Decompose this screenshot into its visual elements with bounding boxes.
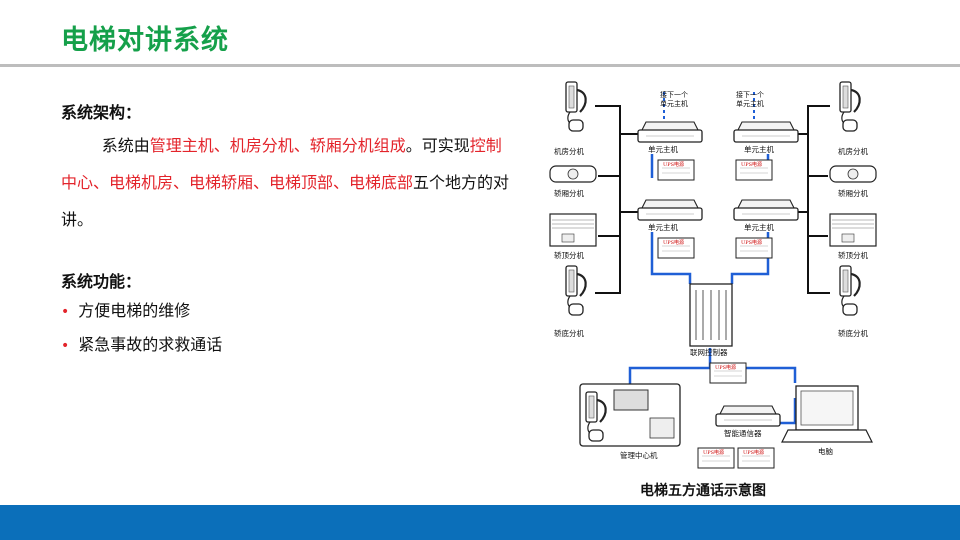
machine-room-phone-icon [838,80,861,133]
car-bottom-phone-icon [564,264,587,317]
unit-host-icon [733,121,799,143]
next-unit-label: 接下一个 [660,90,688,99]
ups-label: UPS电源 [703,449,724,456]
management-center-label: 管理中心机 [620,450,658,460]
unit-host-label: 单元主机 [744,222,774,232]
functions-list: • 方便电梯的维修 • 紧急事故的求救通话 [61,298,222,366]
unit-host-icon [637,121,703,143]
ups-label: UPS电源 [743,449,764,456]
network-controller-label: 联网控制器 [690,347,728,357]
bullet-icon: • [61,304,70,320]
diagram-caption: 电梯五方通话示意图 [640,483,766,499]
car-intercom-icon [829,165,877,183]
machine-room-label: 机房分机 [838,146,868,156]
bullet-icon: • [61,338,70,354]
car-label: 轿厢分机 [838,188,868,198]
function-item-1: 方便电梯的维修 [78,301,191,320]
machine-room-phone-icon [564,80,587,133]
smart-communicator-icon [715,405,781,427]
computer-icon [781,385,873,443]
car-bottom-label: 轿底分机 [838,328,868,338]
unit-host-label: 单元主机 [744,144,774,154]
network-controller-icon [689,283,733,347]
page-title: 电梯对讲系统 [61,25,229,56]
car-top-intercom-icon [549,213,597,247]
ups-label: UPS电源 [663,161,684,168]
function-item-2: 紧急事故的求救通话 [78,335,223,354]
next-unit-label: 单元主机 [660,99,688,108]
paragraph-text-3: 五个地方的对讲。 [61,173,510,229]
car-bottom-label: 轿底分机 [554,328,584,338]
footer-bar [0,505,960,540]
title-divider [0,64,960,67]
machine-room-label: 机房分机 [554,146,584,156]
car-intercom-icon [549,165,597,183]
paragraph-text-2: 。可实现 [405,136,470,155]
unit-host-icon [637,199,703,221]
architecture-heading: 系统架构： [61,103,142,122]
car-top-label: 轿顶分机 [838,250,868,260]
management-center-icon [579,383,681,447]
ups-label: UPS电源 [741,239,762,246]
unit-host-label: 单元主机 [648,222,678,232]
smart-communicator-label: 智能通信器 [724,428,762,438]
car-top-intercom-icon [829,213,877,247]
unit-host-icon [733,199,799,221]
functions-heading: 系统功能： [61,272,142,291]
next-unit-label: 单元主机 [736,99,764,108]
car-bottom-phone-icon [838,264,861,317]
paragraph-text-1: 系统由 [101,136,150,155]
architecture-paragraph: 系统由管理主机、机房分机、轿厢分机组成。可实现控制中心、电梯机房、电梯轿厢、电梯… [61,127,516,238]
car-top-label: 轿顶分机 [554,250,584,260]
car-label: 轿厢分机 [554,188,584,198]
ups-label: UPS电源 [741,161,762,168]
five-way-intercom-diagram: 接下一个 单元主机 接下一个 单元主机 单元主机 单元主机 单元主机 单元主机 … [549,80,877,469]
paragraph-highlight-locations: 控制中心、电梯机房、电梯轿厢、电梯顶部、电梯底部 [61,136,502,192]
unit-host-label: 单元主机 [648,144,678,154]
ups-label: UPS电源 [715,364,736,371]
paragraph-highlight-components: 管理主机、机房分机、轿厢分机组成 [149,136,406,155]
paragraph-indent [61,136,102,155]
next-unit-label: 接下一个 [736,90,764,99]
list-item: • 紧急事故的求救通话 [61,332,222,366]
ups-label: UPS电源 [663,239,684,246]
computer-label: 电脑 [818,446,833,456]
list-item: • 方便电梯的维修 [61,298,222,332]
